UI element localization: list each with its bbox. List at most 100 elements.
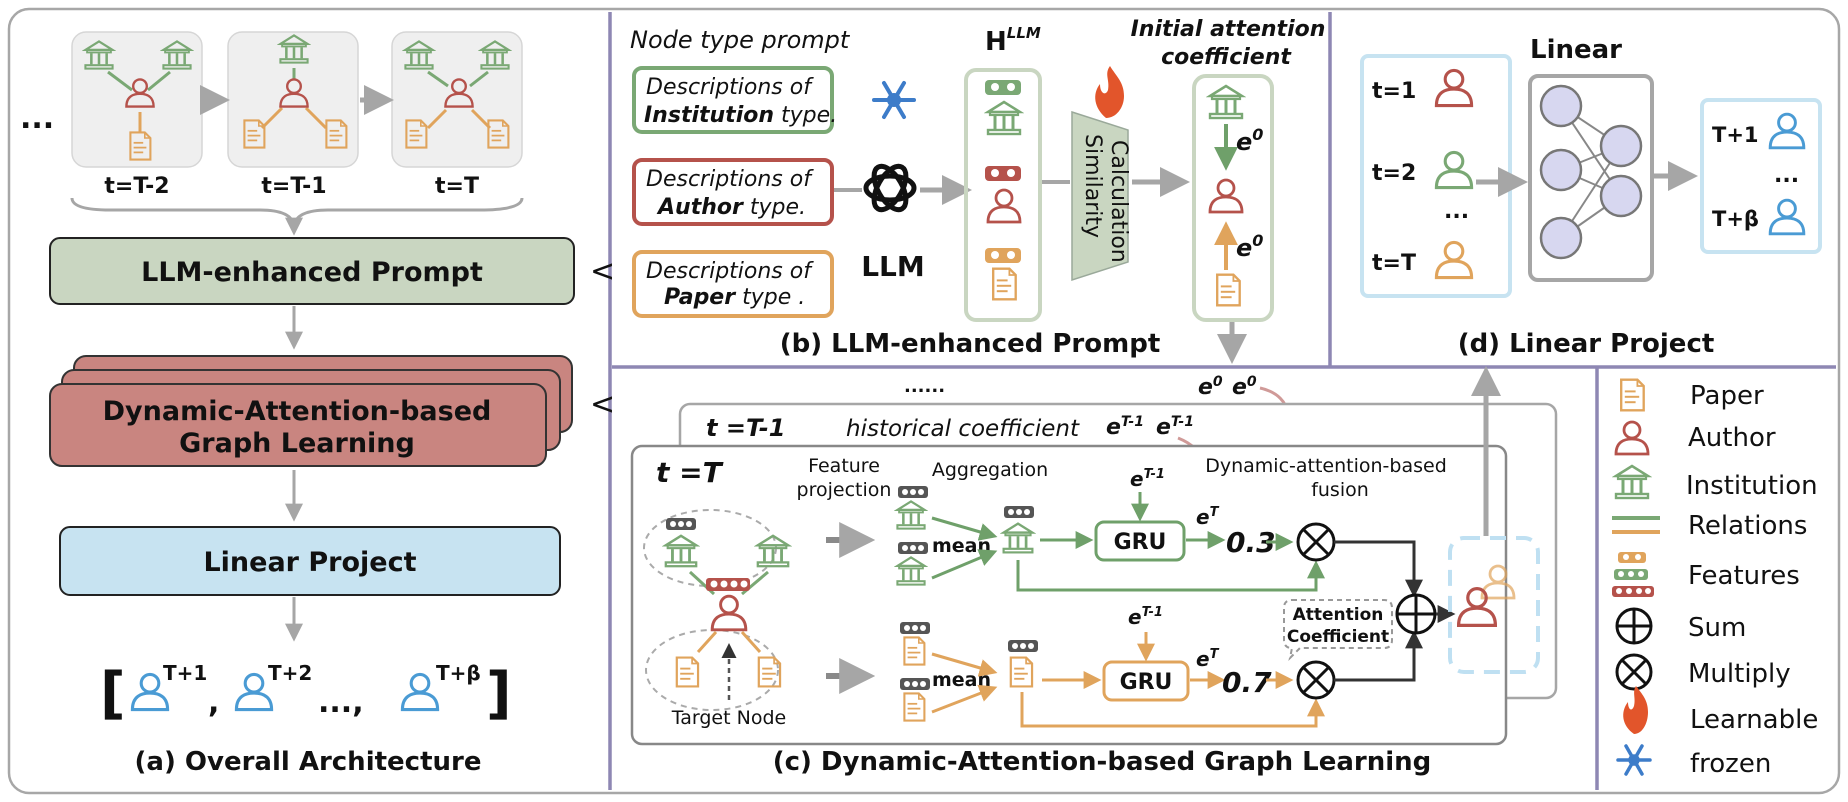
sum-icon bbox=[1395, 593, 1437, 635]
institution-icon bbox=[986, 100, 1022, 136]
legend-features: Features bbox=[1688, 561, 1800, 591]
institution-icon bbox=[1614, 464, 1650, 500]
historical-label: historical coefficient bbox=[846, 416, 1080, 442]
caption-b: (b) LLM-enhanced Prompt bbox=[780, 329, 1161, 359]
ellipsis-left: ... bbox=[20, 101, 54, 136]
paper-desc-box bbox=[632, 250, 834, 318]
brace bbox=[70, 197, 524, 227]
feature-projection-2: projection bbox=[797, 479, 892, 501]
t-prev-label: t =T-1 bbox=[706, 414, 785, 442]
multiply-icon-top bbox=[1296, 522, 1336, 562]
input-dots: ... bbox=[1444, 199, 1469, 224]
linear-output-box bbox=[1700, 98, 1822, 254]
snowflake-icon bbox=[1616, 744, 1652, 776]
legend-paper: Paper bbox=[1690, 381, 1764, 411]
fusion-1: Dynamic-attention-based bbox=[1205, 455, 1447, 477]
attention-line1: Attention bbox=[1293, 605, 1384, 625]
init-att-line2: coefficient bbox=[1161, 45, 1292, 70]
input-t2: t=2 bbox=[1372, 161, 1416, 186]
flame-icon bbox=[1095, 66, 1124, 118]
mean-bottom: mean bbox=[932, 669, 991, 691]
paper-icon bbox=[992, 267, 1017, 301]
paper-icon bbox=[1216, 273, 1241, 307]
dots-c: ...... bbox=[904, 376, 945, 397]
legend-author: Author bbox=[1688, 423, 1776, 453]
llm-logo-icon bbox=[863, 163, 917, 213]
caption-c: (c) Dynamic-Attention-based Graph Learni… bbox=[773, 747, 1432, 777]
output-dots: ... bbox=[1774, 163, 1799, 188]
input-t1: t=1 bbox=[1372, 79, 1416, 104]
flame-icon bbox=[1623, 686, 1648, 734]
paper-desc-line2: Paper type . bbox=[664, 285, 805, 310]
frame-t bbox=[630, 444, 1508, 746]
time-label-t-1: t=T-1 bbox=[261, 174, 326, 199]
panel-b: Node type prompt Descriptions of Institu… bbox=[630, 17, 1326, 364]
eT1-top: eT-1 bbox=[1130, 467, 1165, 491]
features-icon bbox=[1612, 552, 1654, 597]
fusion-2: fusion bbox=[1311, 479, 1369, 501]
feature-projection-1: Feature bbox=[808, 455, 880, 477]
output-tb: T+β bbox=[1712, 207, 1759, 231]
e0-green: e0 bbox=[1198, 374, 1223, 400]
legend-multiply: Multiply bbox=[1688, 659, 1791, 689]
similarity-block bbox=[1071, 110, 1129, 282]
output-label-3: T+β bbox=[436, 661, 481, 685]
gru-bottom bbox=[1102, 660, 1190, 702]
panel-a: ... bbox=[20, 31, 615, 777]
caption-d: (d) Linear Project bbox=[1458, 329, 1715, 359]
author-desc-line1: Descriptions of bbox=[646, 167, 814, 192]
init-att-line1: Initial attention bbox=[1131, 17, 1326, 42]
attention-line2: Coefficient bbox=[1287, 627, 1389, 647]
legend-learnable: Learnable bbox=[1690, 705, 1818, 735]
snapshot-t-2 bbox=[71, 31, 203, 168]
output-node-box bbox=[1448, 536, 1540, 674]
legend-frozen: frozen bbox=[1690, 749, 1771, 779]
eT1-green: eT-1 bbox=[1106, 414, 1144, 440]
author-icon bbox=[1208, 178, 1244, 214]
sum-icon bbox=[1615, 607, 1653, 645]
eT-bottom: eT bbox=[1196, 647, 1220, 671]
user-icon bbox=[1768, 198, 1806, 236]
author-icon bbox=[1434, 68, 1474, 108]
paper-icon bbox=[1619, 378, 1645, 412]
dagl-line2: Graph Learning bbox=[179, 428, 415, 459]
paper-desc-line1: Descriptions of bbox=[646, 259, 814, 284]
input-tT: t=T bbox=[1372, 251, 1416, 276]
node-type-prompt: Node type prompt bbox=[630, 26, 851, 54]
author-icon bbox=[1434, 240, 1474, 280]
attention-bubble bbox=[1283, 599, 1393, 662]
dagl-line1: Dynamic-Attention-based bbox=[103, 396, 492, 427]
user-icon bbox=[400, 672, 440, 712]
outer-frame bbox=[7, 7, 1841, 795]
attention-column bbox=[1192, 74, 1274, 322]
snapshot-t bbox=[391, 31, 523, 168]
linear-title: Linear bbox=[1530, 35, 1622, 65]
institution-desc-line2: Institution type. bbox=[644, 103, 837, 128]
legend-institution: Institution bbox=[1686, 471, 1818, 501]
t-cur-label: t =T bbox=[656, 456, 724, 489]
output-t1: T+1 bbox=[1712, 123, 1759, 147]
legend-sum: Sum bbox=[1688, 613, 1746, 643]
eT1-orange: eT-1 bbox=[1156, 414, 1194, 440]
output-label-2: T+2 bbox=[268, 661, 312, 685]
eT-top: eT bbox=[1196, 505, 1220, 529]
e0-top: e0 bbox=[1236, 125, 1263, 156]
chevron-left-icon: < bbox=[590, 387, 615, 422]
legend: Paper Author Institution Relations Featu… bbox=[1612, 378, 1818, 779]
user-icon bbox=[234, 672, 274, 712]
h-llm-label: HLLM bbox=[985, 24, 1041, 57]
output-dots: ..., bbox=[318, 685, 364, 720]
panel-d: Linear t=1 t=2 ... t=T T+1 ... T+β (d) L… bbox=[1360, 35, 1822, 359]
llm-prompt-box bbox=[49, 237, 575, 305]
snapshot-t-1 bbox=[227, 31, 359, 168]
dagl-box bbox=[49, 383, 547, 467]
aggregation-label: Aggregation bbox=[932, 459, 1048, 481]
linear-project-label: Linear Project bbox=[203, 547, 416, 578]
institution-desc-box bbox=[632, 66, 834, 134]
linear-network bbox=[1528, 74, 1654, 282]
time-label-t-2: t=T-2 bbox=[104, 174, 169, 199]
mean-top: mean bbox=[932, 535, 991, 557]
legend-relations: Relations bbox=[1688, 511, 1807, 541]
target-node-label: Target Node bbox=[671, 707, 786, 729]
